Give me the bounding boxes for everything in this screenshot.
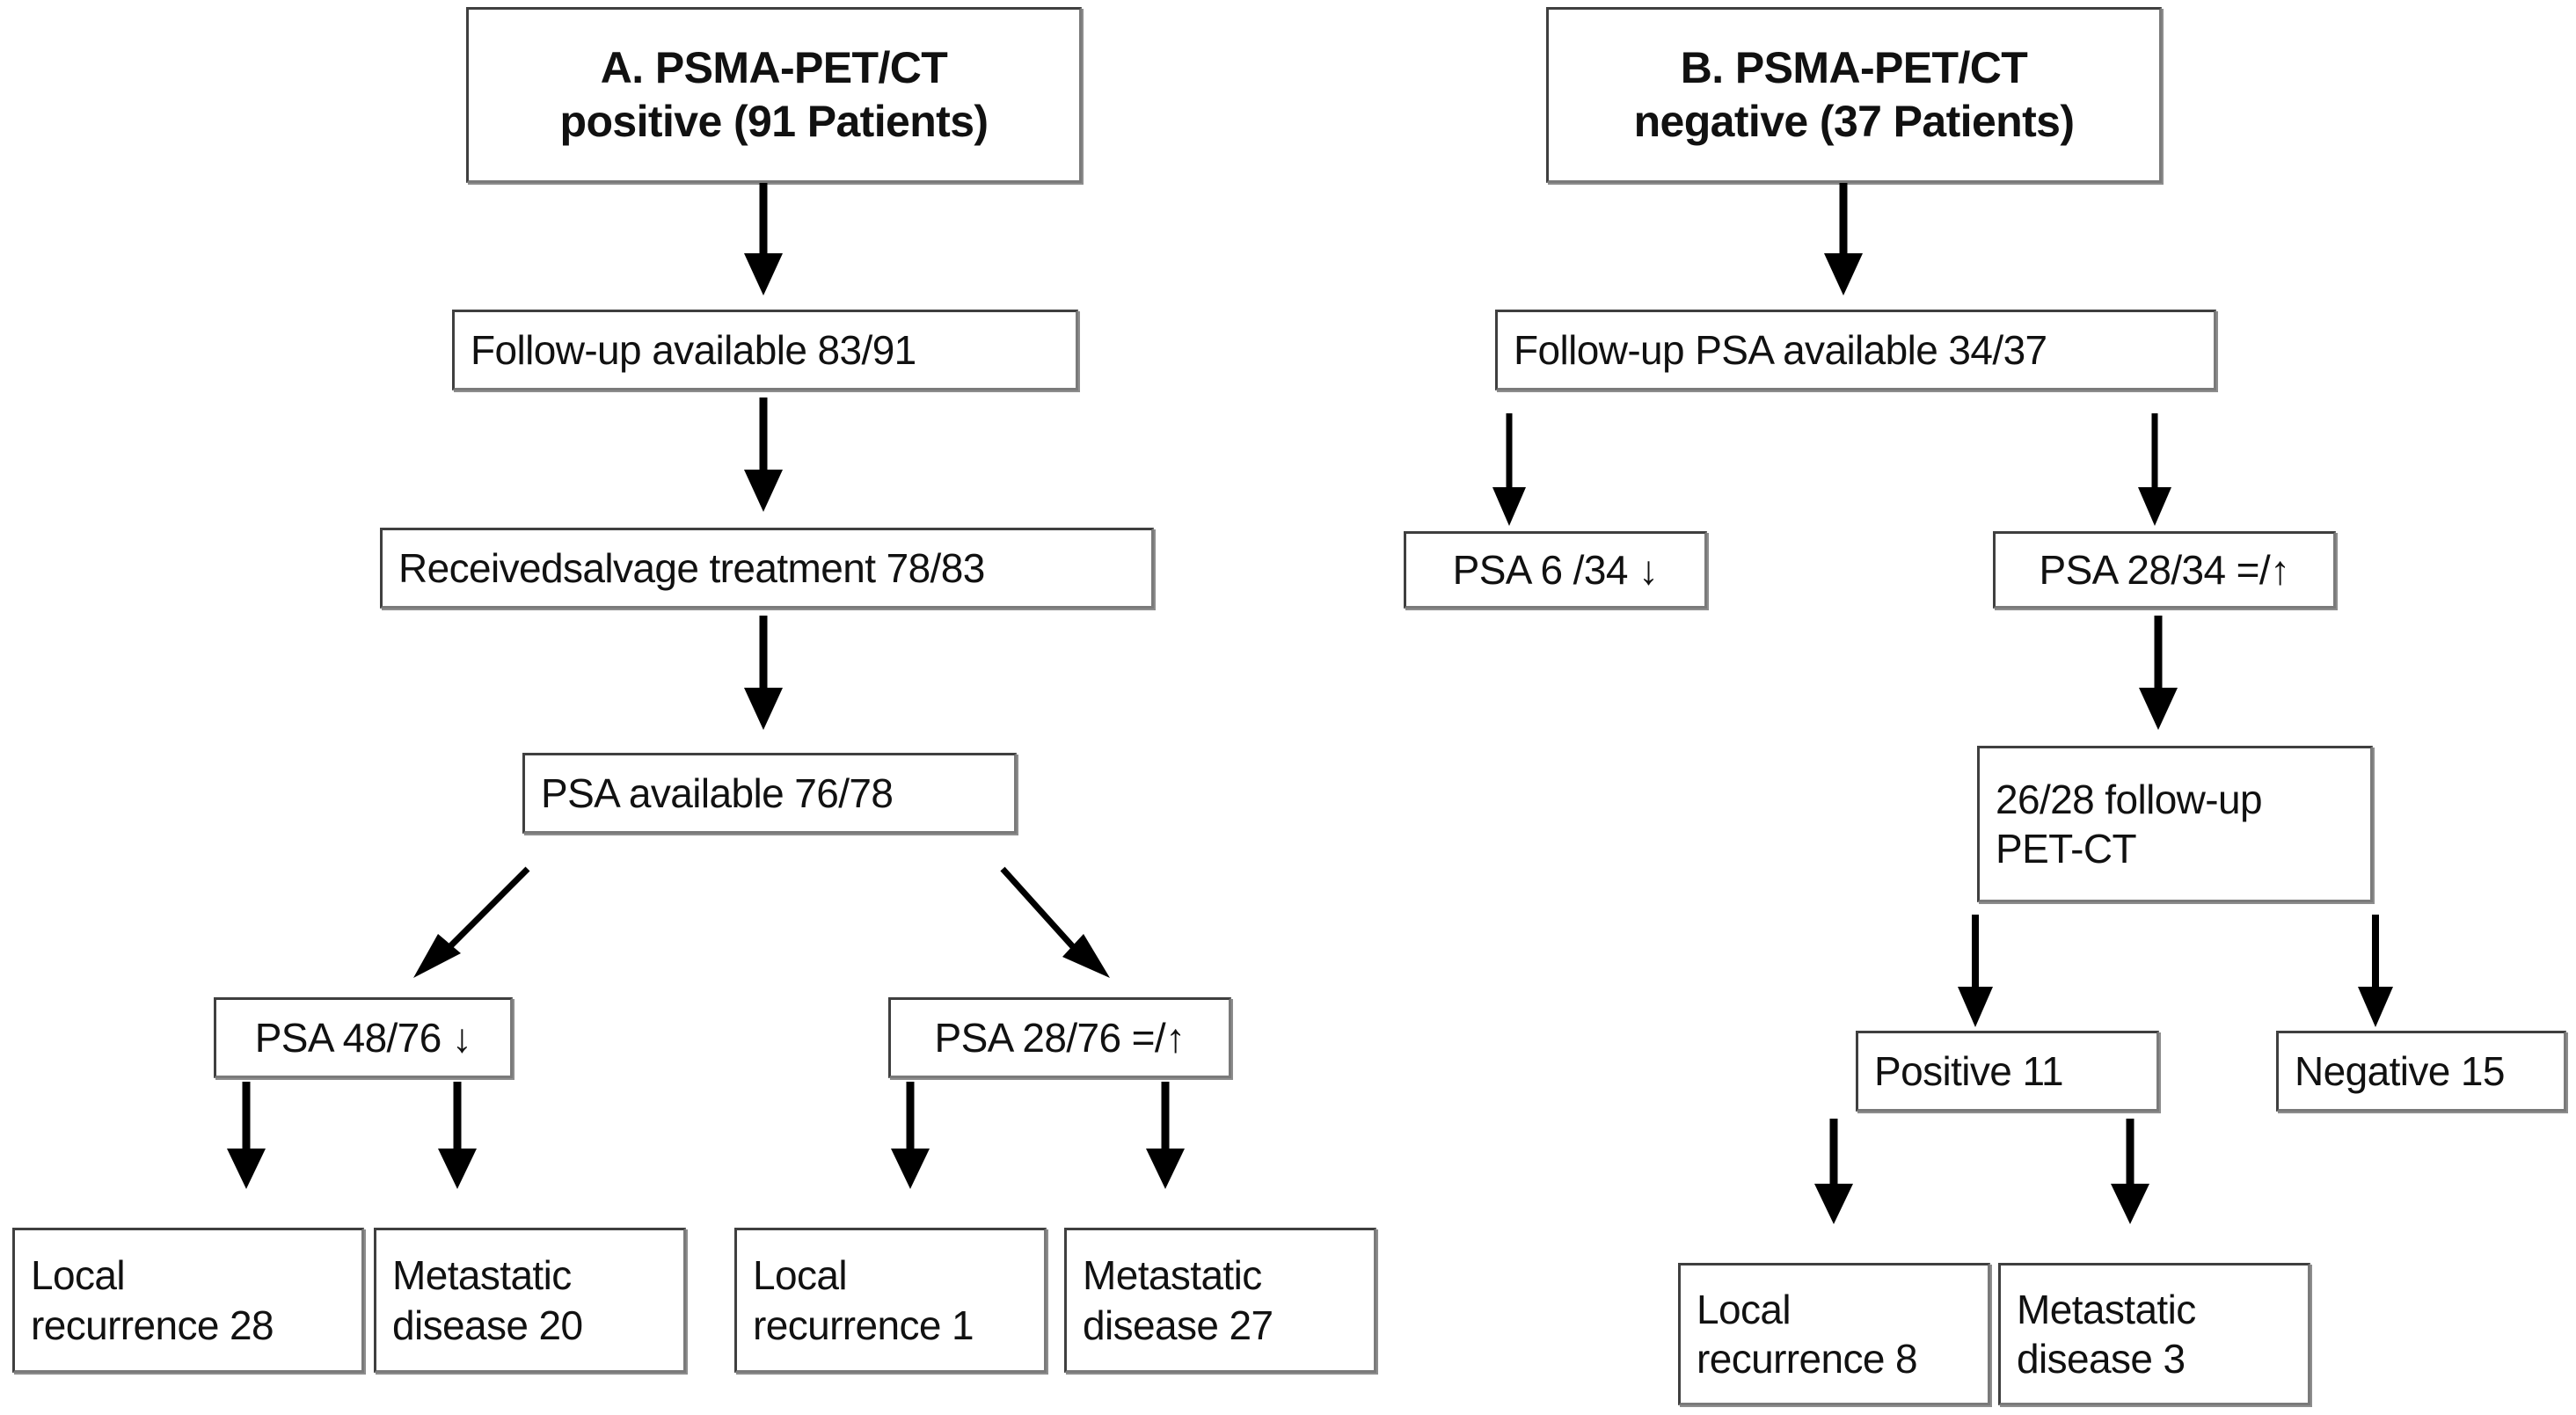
node-a-local-28-label: Local recurrence 28 [31,1252,274,1348]
node-a-mets-27: Metastatic disease 27 [1064,1228,1376,1373]
node-a-psa-available-label: PSA available 76/78 [541,769,894,816]
node-a-salvage-label: Receivedsalvage treatment 78/83 [398,544,985,591]
node-a-psa-equal-up: PSA 28/76 =/↑ [888,997,1231,1078]
node-b-positive-label: Positive 11 [1874,1047,2064,1094]
edge-b-followup-to-psaup [2132,413,2178,528]
node-b-negative: Negative 15 [2276,1031,2566,1112]
node-a-local-28: Local recurrence 28 [12,1228,364,1373]
edge-a-psadown-to-mets20 [431,1082,484,1192]
node-b-root-label: B. PSMA-PET/CT negative (37 Patients) [1633,43,2075,146]
node-b-mets-3: Metastatic disease 3 [1998,1263,2310,1405]
edge-b-psaup-to-petct [2132,616,2185,732]
node-b-psa-equal-up-label: PSA 28/34 =/↑ [2039,546,2290,593]
edge-a-psa-split-right [985,862,1135,981]
edge-a-psaup-to-mets27 [1139,1082,1192,1192]
node-a-psa-available: PSA available 76/78 [522,753,1017,834]
node-a-followup-label: Follow-up available 83/91 [471,326,916,373]
edge-b-positive-to-local8 [1807,1119,1860,1226]
node-a-mets-27-label: Metastatic disease 27 [1083,1252,1273,1348]
edge-a-psa-split-left [396,862,545,981]
edge-b-positive-to-mets3 [2104,1119,2156,1226]
edge-a-salvage-to-psa-available [737,616,790,732]
node-a-mets-20-label: Metastatic disease 20 [392,1252,583,1348]
edge-b-root-to-followup [1817,183,1870,297]
edge-a-psaup-to-local1 [884,1082,937,1192]
node-b-positive: Positive 11 [1856,1031,2159,1112]
node-b-followup-petct-label: 26/28 follow-up PET-CT [1996,776,2263,872]
node-b-psa-equal-up: PSA 28/34 =/↑ [1993,531,2336,609]
node-b-followup: Follow-up PSA available 34/37 [1495,310,2216,390]
node-a-root-label: A. PSMA-PET/CT positive (91 Patients) [559,43,989,146]
node-b-followup-label: Follow-up PSA available 34/37 [1514,326,2047,373]
node-a-followup: Follow-up available 83/91 [452,310,1078,390]
edge-a-psadown-to-local28 [220,1082,273,1192]
node-a-psa-equal-up-label: PSA 28/76 =/↑ [934,1014,1186,1061]
node-a-mets-20: Metastatic disease 20 [374,1228,686,1373]
node-a-salvage: Receivedsalvage treatment 78/83 [380,528,1154,609]
node-b-local-8-label: Local recurrence 8 [1697,1286,1918,1382]
node-b-psa-down-label: PSA 6 /34 ↓ [1452,546,1659,593]
edge-a-followup-to-salvage [737,398,790,514]
edge-b-petct-to-negative [2353,915,2398,1029]
node-a-local-1-label: Local recurrence 1 [753,1252,974,1348]
node-a-psa-down: PSA 48/76 ↓ [214,997,513,1078]
node-a-local-1: Local recurrence 1 [734,1228,1047,1373]
node-b-negative-label: Negative 15 [2295,1047,2506,1094]
node-b-root: B. PSMA-PET/CT negative (37 Patients) [1546,7,2162,183]
node-b-psa-down: PSA 6 /34 ↓ [1404,531,1707,609]
node-a-root: A. PSMA-PET/CT positive (91 Patients) [466,7,1082,183]
edge-b-petct-to-positive [1952,915,1998,1029]
node-b-local-8: Local recurrence 8 [1678,1263,1990,1405]
node-b-mets-3-label: Metastatic disease 3 [2017,1286,2196,1382]
node-b-followup-petct: 26/28 follow-up PET-CT [1977,746,2373,902]
edge-a-root-to-followup [737,183,790,297]
node-a-psa-down-label: PSA 48/76 ↓ [254,1014,472,1061]
edge-b-followup-to-psadown [1486,413,1532,528]
